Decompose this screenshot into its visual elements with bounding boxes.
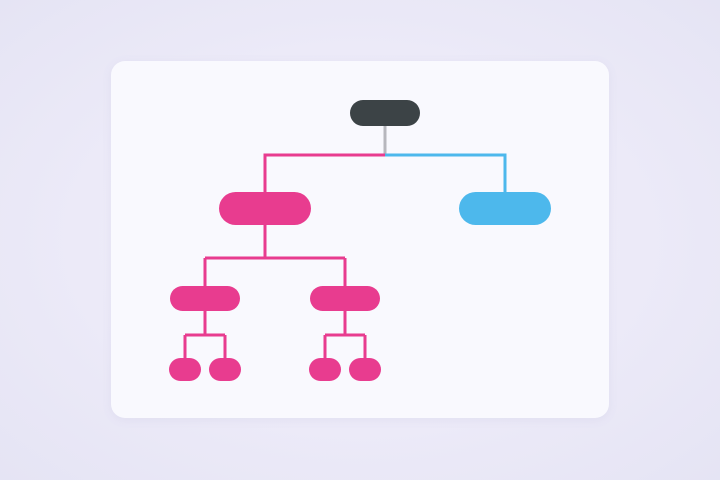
connector-left-left-to-leaves xyxy=(183,310,227,360)
leaf-node-lr-2 xyxy=(349,358,381,381)
connector-left-to-children xyxy=(203,225,347,287)
connector-left-right-to-leaves xyxy=(323,310,367,360)
node-left-right xyxy=(310,286,380,311)
connector-root-to-left xyxy=(263,153,385,193)
leaf-node-ll-2 xyxy=(209,358,241,381)
leaf-node-lr-1 xyxy=(309,358,341,381)
connector-lines xyxy=(183,125,507,360)
node-left-left xyxy=(170,286,240,311)
node-right xyxy=(459,192,551,225)
leaf-node-ll-1 xyxy=(169,358,201,381)
connector-root-to-right xyxy=(385,153,507,193)
node-root xyxy=(350,100,420,126)
tree-nodes xyxy=(169,100,551,381)
node-left xyxy=(219,192,311,225)
